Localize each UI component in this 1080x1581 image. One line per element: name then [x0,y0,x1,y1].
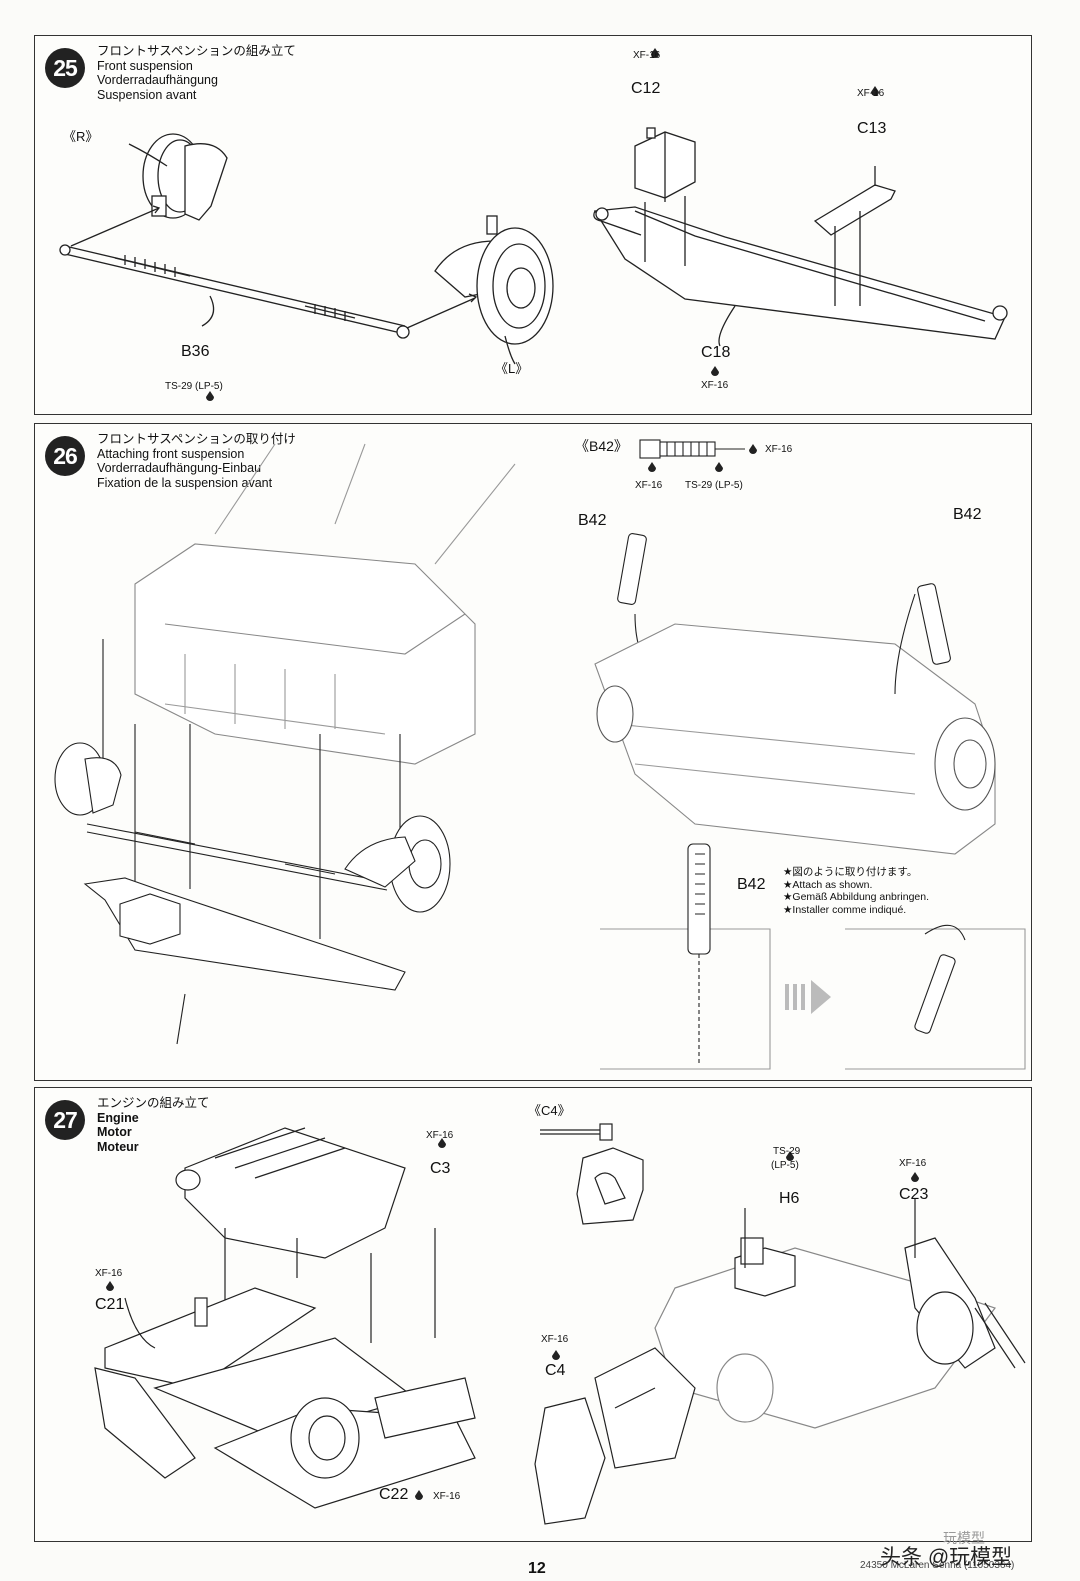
installation-note: ★図のように取り付けます。 ★Attach as shown. ★Gemäß A… [783,866,929,916]
watermark-faint: 玩模型 [943,1530,985,1546]
h6-part-label: H6 [779,1190,800,1207]
c12-paint-code: XF-16 [633,50,661,61]
c23-part-label: C23 [899,1186,929,1203]
c23-paint-code: XF-16 [899,1158,927,1169]
b42-inset-label: B42 [737,876,766,893]
right-side-label: 《R》 [63,129,99,144]
step-number-badge: 26 [45,436,85,476]
b36-part-label: B36 [181,343,210,360]
title-ja: フロントサスペンションの組み立て [97,44,296,58]
c4-detail-label: 《C4》 [528,1103,571,1118]
step-titles: フロントサスペンションの取り付け Attaching front suspens… [97,432,296,490]
c3-part-label: C3 [430,1160,451,1177]
page-number: 12 [528,1560,546,1577]
c18-part-label: C18 [701,344,731,361]
title-en: Attaching front suspension [97,446,245,461]
step-titles: エンジンの組み立て Engine Motor Moteur [97,1096,210,1154]
title-de: Vorderradaufhängung-Einbau [97,461,262,475]
note-ja: ★図のように取り付けます。 [783,866,918,878]
h6-paint-code-a: TS-29 [773,1146,801,1157]
c21-part-label: C21 [95,1296,125,1313]
c22-paint-code: XF-16 [433,1491,461,1502]
watermark: 头条 @玩模型 [880,1546,1013,1569]
title-ja: フロントサスペンションの取り付け [97,432,296,446]
step-26-panel: 26 フロントサスペンションの取り付け Attaching front susp… [34,423,1032,1081]
suspension-attach-illustration [54,439,1026,1070]
note-en: ★Attach as shown. [783,878,873,891]
step-titles: フロントサスペンションの組み立て Front suspension Vorder… [97,44,296,102]
c4-paint-code: XF-16 [541,1334,569,1345]
title-fr: Moteur [97,1139,139,1154]
title-ja: エンジンの組み立て [97,1096,210,1110]
b42-paint-code-end: XF-16 [765,444,793,455]
front-suspension-illustration [59,48,1008,401]
c4-part-label: C4 [545,1362,566,1379]
title-de: Motor [97,1125,132,1139]
title-fr: Suspension avant [97,87,197,102]
step-number-badge: 27 [45,1100,85,1140]
title-fr: Fixation de la suspension avant [97,475,273,490]
engine-assembly-illustration [94,1123,1026,1525]
step-number-badge: 25 [45,48,85,88]
b42-left-label: B42 [578,512,607,529]
note-de: ★Gemäß Abbildung anbringen. [783,891,930,903]
h6-paint-code-b: (LP-5) [771,1160,799,1171]
left-side-label: 《L》 [495,361,529,376]
kit-code: 24350 McLaren Senna (11050364) [860,1560,1015,1571]
b42-paint-code-b: TS-29 (LP-5) [685,480,743,491]
c12-part-label: C12 [631,80,661,97]
note-fr: ★Installer comme indiqué. [783,903,907,916]
c18-paint-code: XF-16 [701,380,729,391]
c21-paint-code: XF-16 [95,1268,123,1279]
b42-right-label: B42 [953,506,982,523]
c22-part-label: C22 [379,1486,409,1503]
title-en: Front suspension [97,58,193,73]
c3-paint-code: XF-16 [426,1130,454,1141]
step-27-panel: 27 エンジンの組み立て Engine Motor Moteur [34,1087,1032,1542]
title-de: Vorderradaufhängung [97,73,218,87]
b42-paint-code-a: XF-16 [635,480,663,491]
b42-detail-label: 《B42》 [575,438,628,454]
step-25-panel: 25 フロントサスペンションの組み立て Front suspension Vor… [34,35,1032,415]
title-en: Engine [97,1110,139,1125]
c13-paint-code: XF-16 [857,88,885,99]
b36-paint-code: TS-29 (LP-5) [165,381,223,392]
c13-part-label: C13 [857,120,887,137]
